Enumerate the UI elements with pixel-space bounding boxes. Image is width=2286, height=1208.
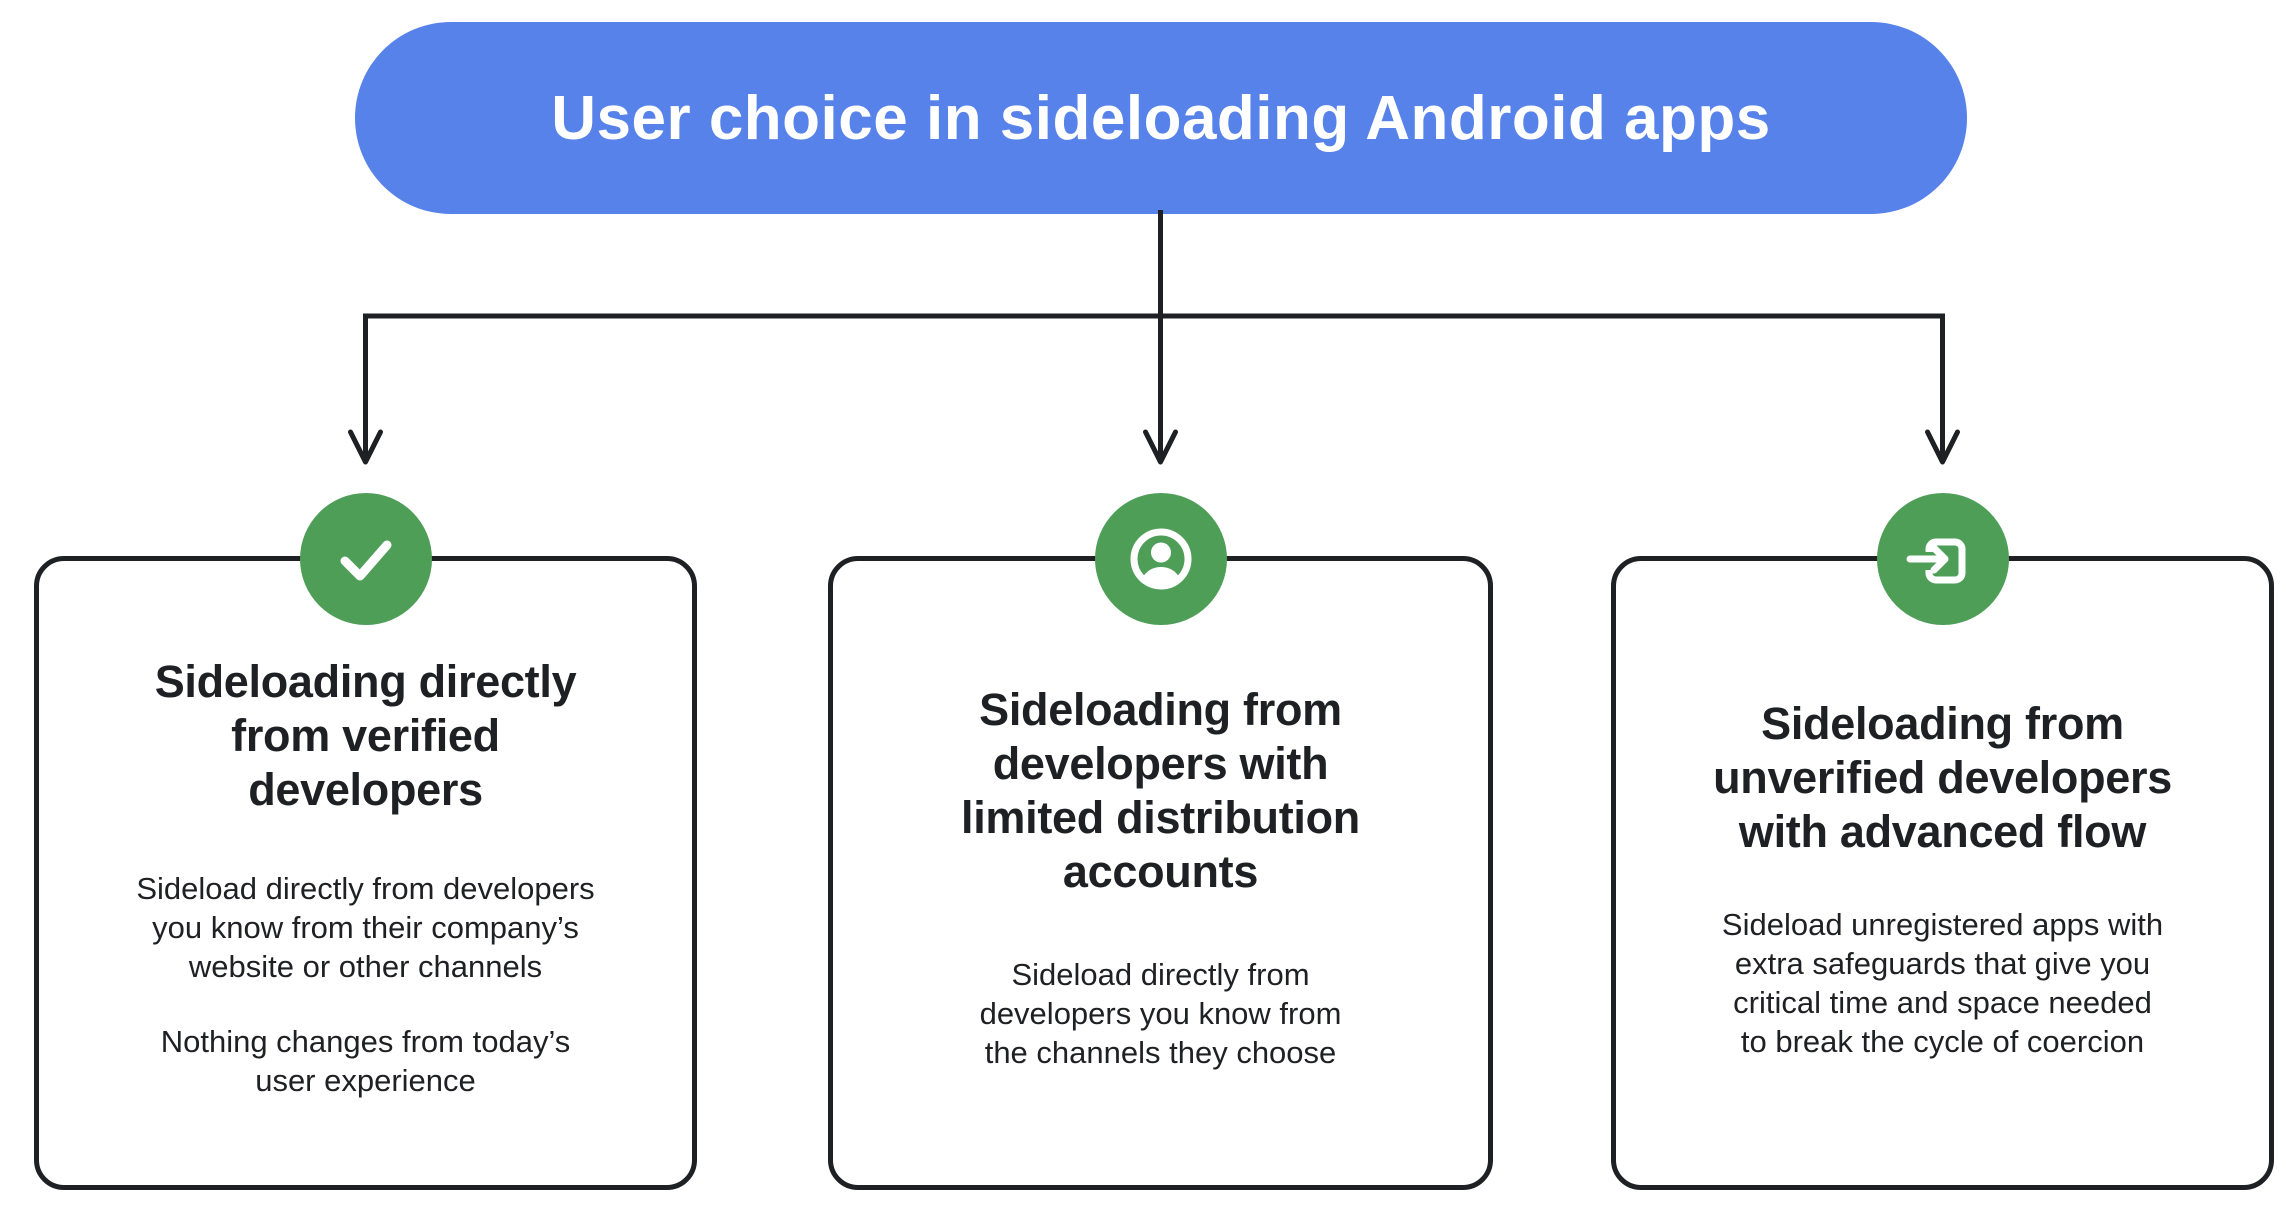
- title-pill: User choice in sideloading Android apps: [355, 22, 1967, 214]
- card-paragraph: Sideload directly from developers you kn…: [979, 957, 1342, 1070]
- card-paragraph: Nothing changes from today’s user experi…: [160, 1024, 571, 1098]
- login-icon: [1906, 538, 1965, 584]
- login-badge: [1876, 493, 2009, 625]
- card-heading: Sideloading from unverified developers w…: [1713, 698, 2172, 857]
- check-icon: [340, 540, 391, 581]
- card-unverified-developers: Sideloading from unverified developers w…: [1611, 493, 2274, 1190]
- card-verified-developers: Sideloading directly from verified devel…: [34, 493, 697, 1190]
- check-badge: [299, 493, 432, 625]
- card-paragraph: Sideload directly from developers you kn…: [136, 871, 595, 984]
- account-badge: [1094, 493, 1227, 625]
- connector-arrows: [348, 210, 1960, 465]
- card-paragraph: Sideload unregistered apps with extra sa…: [1721, 907, 2164, 1059]
- card-heading: Sideloading directly from verified devel…: [154, 656, 577, 815]
- account-circle-icon: [1130, 528, 1191, 590]
- diagram-title: User choice in sideloading Android apps: [551, 83, 1771, 153]
- card-limited-distribution-accounts: Sideloading from developers with limited…: [828, 493, 1493, 1190]
- card-heading: Sideloading from developers with limited…: [961, 684, 1360, 897]
